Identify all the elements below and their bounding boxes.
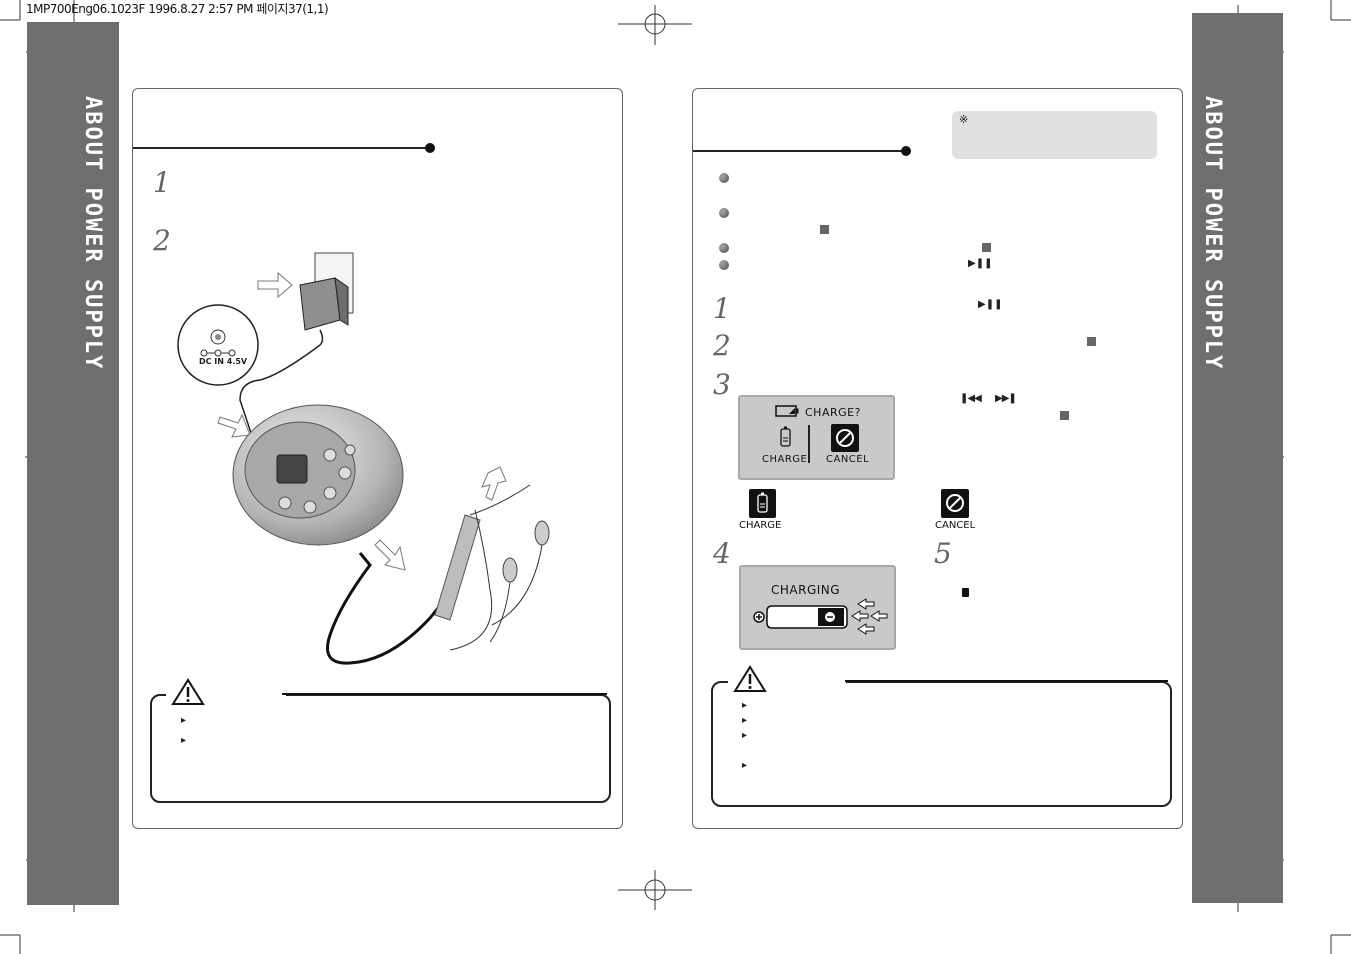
- lcd-charge-prompt: [738, 395, 895, 480]
- left-side-band: [27, 22, 119, 905]
- stop-icon: [820, 225, 829, 234]
- right-caution-bullet: ▸: [742, 730, 748, 741]
- left-side-title: ABOUT POWER SUPPLY: [80, 96, 105, 371]
- right-side-title: ABOUT POWER SUPPLY: [1200, 96, 1225, 371]
- stop-icon: [982, 243, 991, 252]
- dc-jack-label: DC IN 4.5V: [199, 357, 248, 366]
- right-title-rule: [693, 150, 908, 152]
- stop-icon: [1060, 411, 1069, 420]
- right-step-5-number: 5: [934, 537, 952, 570]
- play-pause-icon: ▶❚❚: [978, 299, 1003, 310]
- charge-legend-label: CHARGE: [739, 520, 782, 531]
- skip-forward-icon: ▶▶❚: [995, 393, 1017, 404]
- right-step-3-number: 3: [713, 368, 731, 401]
- right-side-band: [1192, 13, 1283, 903]
- left-caution-box: [150, 694, 611, 803]
- right-step-1-number: 1: [713, 292, 731, 325]
- charge-plug-icon: [780, 426, 791, 447]
- charging-battery-graphic: [753, 598, 888, 635]
- cancel-legend-icon: [946, 494, 964, 512]
- lcd-charging: [739, 565, 896, 650]
- stop-icon: [1087, 337, 1096, 346]
- right-caution-bullet: ▸: [742, 700, 748, 711]
- right-caution-box: [711, 681, 1172, 807]
- charge-legend-icon: [757, 492, 768, 513]
- right-step-2-number: 2: [713, 329, 731, 362]
- play-pause-icon: ▶❚❚: [968, 258, 993, 269]
- right-step-4-number: 4: [713, 537, 731, 570]
- right-title-rule-dot: [901, 146, 911, 156]
- right-caution-bullet: ▸: [742, 715, 748, 726]
- left-step-2-number: 2: [153, 224, 171, 257]
- left-title-rule: [133, 147, 430, 149]
- power-adapter-illustration: [177, 252, 550, 665]
- print-header: 1MP700Eng06.1023F 1996.8.27 2:57 PM 페이지3…: [26, 2, 329, 16]
- lcd-charge-title: CHARGE?: [805, 406, 861, 419]
- info-bullet: [719, 260, 729, 270]
- caution-icon: [733, 665, 767, 692]
- left-caution-bullet: ▸: [181, 735, 187, 746]
- cancel-icon: [836, 429, 854, 447]
- cancel-legend-label: CANCEL: [935, 520, 976, 531]
- lcd-charging-title: CHARGING: [771, 583, 841, 597]
- left-step-1-number: 1: [153, 166, 171, 199]
- note-symbol: ※: [959, 114, 969, 126]
- lcd-option-cancel: CANCEL: [826, 454, 870, 465]
- info-bullet: [719, 208, 729, 218]
- right-caution-bullet: ▸: [742, 760, 748, 771]
- info-bullet: [719, 173, 729, 183]
- caution-icon: [171, 678, 205, 705]
- info-bullet: [719, 243, 729, 253]
- lcd-option-charge: CHARGE: [762, 454, 808, 465]
- battery-low-icon: [775, 405, 799, 417]
- left-title-rule-dot: [425, 143, 435, 153]
- battery-small-icon: [962, 588, 969, 597]
- note-box: [952, 111, 1157, 159]
- left-caution-bullet: ▸: [181, 715, 187, 726]
- skip-back-icon: ❚◀◀: [960, 393, 982, 404]
